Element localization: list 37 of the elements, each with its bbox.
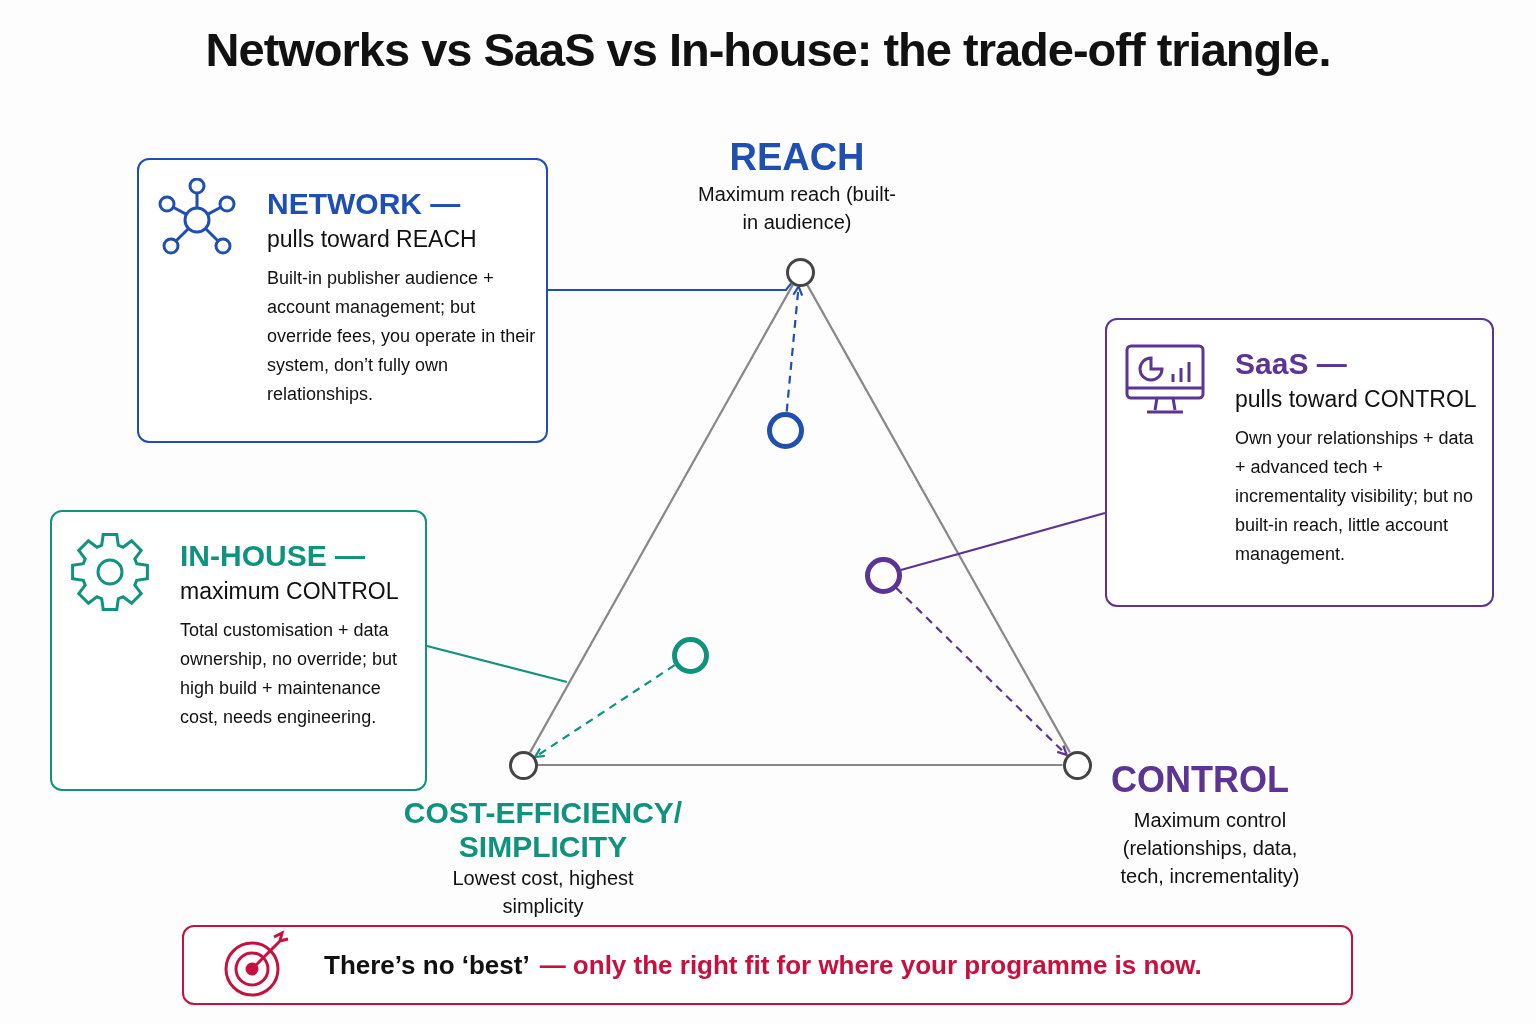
info-card [1105, 318, 1494, 607]
vertex-circle [1062, 750, 1092, 780]
info-card [137, 158, 548, 443]
position-marker [864, 556, 902, 594]
card-heading: SaaS — [1235, 346, 1347, 382]
vertex-description: Lowest cost, highest simplicity [451, 866, 635, 919]
vertex-circle [508, 750, 538, 780]
card-subheading: pulls toward CONTROL [1235, 385, 1477, 414]
banner-text: There’s no ‘best’ [324, 950, 530, 980]
arrow [895, 587, 1068, 756]
card-subheading: maximum CONTROL [180, 577, 399, 606]
vertex-label: REACH [728, 136, 866, 178]
leader-line [426, 644, 568, 684]
triangle-side [537, 763, 1063, 767]
position-marker [671, 636, 709, 674]
leader-line [900, 511, 1106, 572]
triangle-side [806, 284, 1071, 753]
vertex-circle [785, 257, 815, 287]
vertex-description: Maximum reach (built-in audience) [697, 182, 897, 235]
leader-line [548, 282, 792, 292]
callout-banner [182, 925, 1353, 1005]
position-marker [766, 411, 804, 449]
info-card [50, 510, 427, 791]
card-subheading: pulls toward REACH [267, 225, 477, 254]
arrow [534, 664, 676, 759]
triangle-side [529, 284, 794, 753]
card-text: Total customisation + data ownership, no override; but high build + maintenance cost, needs engineering. [180, 619, 399, 729]
vertex-label: CONTROL [1110, 760, 1290, 800]
card-text: Own your relationships + data + advanced tech + incrementality visibility; but no built-in reach, little account management. [1235, 427, 1475, 566]
card-heading: IN-HOUSE — [180, 538, 365, 574]
vertex-label: COST-EFFICIENCY/ SIMPLICITY [402, 796, 684, 864]
banner-highlight: — only the right fit for where your programme is now. [539, 950, 1202, 980]
title: Networks vs SaaS vs In-house: the trade-off triangle. [204, 22, 1332, 77]
card-heading: NETWORK — [267, 186, 461, 222]
vertex-description: Maximum control (relationships, data, tech, incrementality) [1119, 808, 1301, 889]
card-text: Built-in publisher audience + account management; but override fees, you operate in their system, don’t fully own relationships. [267, 267, 537, 406]
arrow [785, 285, 804, 412]
